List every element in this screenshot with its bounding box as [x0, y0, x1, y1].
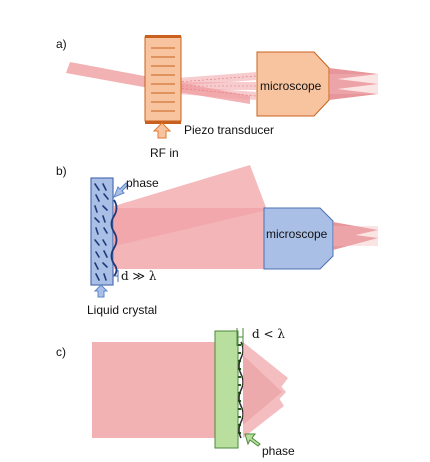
panel-c-phase-arrow — [244, 433, 261, 447]
liquid-crystal-arrow — [93, 284, 109, 298]
panel-c: c) — [56, 327, 295, 458]
panel-b-thickness-label: d ≫ λ — [121, 269, 157, 283]
panel-a-diffracted-beams — [177, 72, 257, 100]
panel-c-phase-label: phase — [262, 444, 295, 458]
metasurface-substrate — [214, 330, 244, 449]
panel-b-microscope: microscope — [263, 207, 334, 270]
panel-a-label: a) — [56, 37, 67, 51]
panel-b-label: b) — [56, 164, 67, 178]
panel-c-input-beam — [92, 342, 216, 438]
panel-a-microscope: microscope — [256, 51, 330, 117]
panel-a: a) — [56, 35, 378, 160]
panel-c-thickness-label: d < λ — [252, 327, 285, 341]
panel-b: b) — [56, 164, 378, 317]
panel-c-output-beams — [243, 342, 288, 438]
panel-a-microscope-label: microscope — [260, 79, 322, 93]
aod-crystal — [144, 35, 182, 124]
liquid-crystal-label: Liquid crystal — [87, 303, 157, 317]
rf-input-arrow — [152, 122, 172, 139]
panel-c-label: c) — [56, 345, 66, 359]
panel-b-focused-beams — [333, 222, 378, 250]
panel-b-straight-beam — [114, 208, 264, 269]
panel-b-phase-label: phase — [126, 176, 159, 190]
panel-b-microscope-label: microscope — [266, 227, 328, 241]
panel-a-focused-beams — [329, 68, 378, 100]
lc-thickness-marker — [112, 270, 119, 282]
metasurface-thickness-marker — [236, 328, 244, 346]
panel-b-phase-arrow — [113, 182, 129, 198]
rf-in-label: RF in — [150, 146, 179, 160]
panel-a-input-beam — [66, 62, 160, 90]
liquid-crystal-cell — [90, 177, 118, 286]
piezo-transducer-label: Piezo transducer — [184, 123, 274, 137]
